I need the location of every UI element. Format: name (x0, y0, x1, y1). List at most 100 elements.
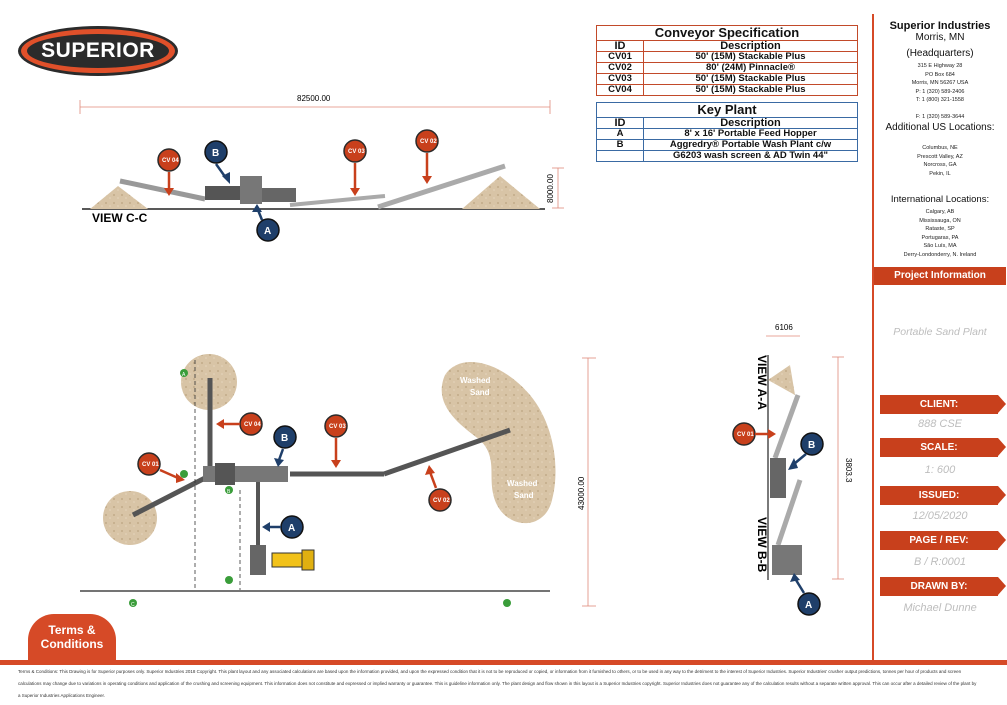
svg-text:A: A (288, 523, 295, 534)
dim-side-height: 3803.3 (844, 458, 853, 483)
title-block: Superior Industries Morris, MN (Headquar… (872, 14, 1006, 660)
terms-line1: Terms & (48, 623, 96, 637)
intl-locations: Calgary, AB Mississauga, ON Rataste, SP … (903, 209, 977, 258)
svg-text:CV 02: CV 02 (420, 139, 437, 145)
wash-plant (240, 176, 262, 204)
pile-label: Sand (470, 388, 490, 397)
svg-text:B: B (281, 433, 288, 444)
table-row: G6203 wash screen & AD Twin 44" (596, 150, 858, 162)
pin-cv01-plan: CV 01 (137, 452, 185, 483)
dim-top-width: 82500.00 (297, 94, 331, 103)
view-cc-elevation: 82500.00 8000.00 VIEW C-C (79, 94, 564, 225)
pile-label: Sand (514, 491, 534, 500)
feed-hopper-plan (250, 545, 266, 575)
project-name: Portable Sand Plant (893, 326, 987, 338)
svg-text:CV 03: CV 03 (348, 149, 365, 155)
svg-text:B: B (212, 148, 219, 159)
side-view: 6106 3803.3 VIEW A-A VIEW B-B (755, 323, 853, 580)
plant-layout-drawing: 82500.00 8000.00 VIEW C-C CV 04 B A (79, 94, 853, 616)
view-aa-label: VIEW A-A (755, 355, 769, 410)
svg-text:A: A (805, 600, 812, 611)
view-bb-label: VIEW B-B (755, 517, 769, 573)
svg-text:CV 04: CV 04 (162, 158, 179, 164)
cell-desc: 50' (15M) Stackable Plus (643, 84, 858, 96)
sand-pile (768, 365, 795, 395)
hopper-side (772, 545, 802, 575)
pile-label: Washed (460, 376, 490, 385)
disclaimer-line: calculations may change due to variation… (18, 681, 977, 686)
terms-conditions-button[interactable]: Terms & Conditions (28, 614, 116, 660)
pin-cv02-plan: CV 02 (425, 465, 452, 512)
terms-line2: Conditions (40, 637, 104, 651)
issued-value: 12/05/2020 (912, 510, 968, 522)
pin-cv01-side: CV 01 (732, 422, 776, 446)
dim-side-width: 6106 (775, 323, 793, 332)
disclaimer-line: a Superior Industries Applications Engin… (18, 693, 106, 698)
wash-plant (262, 188, 296, 202)
superior-logo: SUPERIOR (18, 26, 178, 76)
cell-desc: G6203 wash screen & AD Twin 44" (643, 150, 858, 162)
conveyor-cv02 (377, 163, 506, 210)
svg-text:CV 01: CV 01 (737, 432, 754, 438)
sand-pile (90, 186, 148, 209)
scale-label: SCALE: (880, 438, 1006, 457)
view-cc-label: VIEW C-C (92, 211, 148, 225)
wash-plant (205, 186, 245, 200)
section-marker-c: C (131, 602, 135, 608)
conveyor-cv02-plan (383, 427, 511, 477)
dim-plan-height: 43000.00 (577, 476, 586, 510)
pin-b-top: B (204, 140, 230, 184)
pin-a-side: A (790, 573, 821, 616)
conveyor-cv04 (119, 178, 206, 202)
conveyor-side (772, 394, 801, 459)
us-locations: Columbus, NE Prescott Valley, AZ Norcros… (917, 145, 963, 177)
drawn-by-value: Michael Dunne (903, 602, 977, 614)
pin-a-plan: A (262, 515, 304, 539)
client-value: 888 CSE (917, 418, 963, 430)
pin-cv04-plan: CV 04 (216, 412, 263, 436)
us-locations-title: Additional US Locations: (885, 122, 995, 133)
pile-label: Washed (507, 479, 537, 488)
section-marker-a: A (182, 372, 186, 378)
plan-view: 43000.00 Washed Sand Washed Sand A B C (80, 354, 596, 608)
dim-top-height: 8000.00 (546, 174, 555, 203)
svg-text:B: B (808, 440, 815, 451)
svg-text:A: A (264, 226, 271, 237)
svg-text:CV 03: CV 03 (329, 424, 346, 430)
pin-a-top: A (252, 204, 280, 242)
conveyor-side (775, 479, 803, 546)
logo-text: SUPERIOR (41, 39, 155, 62)
sand-pile (103, 491, 157, 545)
page-rev-label: PAGE / REV: (880, 531, 1006, 550)
conveyor-cv01-plan (131, 475, 207, 518)
footer-divider (0, 660, 1007, 665)
wash-plant-side (770, 458, 786, 498)
washed-sand-pile (441, 361, 556, 524)
company-name: Superior Industries (889, 20, 991, 32)
project-info-header: Project Information (874, 267, 1006, 285)
sand-pile (462, 176, 540, 209)
pin-cv04-top: CV 04 (157, 148, 181, 196)
company-city: Morris, MN (915, 32, 965, 43)
svg-text:CV 04: CV 04 (244, 422, 261, 428)
loader (271, 552, 303, 568)
drawn-by-label: DRAWN BY: (880, 577, 1006, 596)
company-address: 315 E Highway 28 PO Box 684 Morris, MN 5… (911, 63, 969, 120)
pin-b-plan: B (273, 425, 297, 467)
conveyor-cv03 (289, 194, 386, 207)
pin-cv02-top: CV 02 (415, 129, 439, 184)
section-marker-b: B (227, 489, 231, 495)
page-rev-value: B / R:0001 (914, 556, 966, 568)
disclaimer-line: Terms & Conditions: This Drawing is for … (18, 669, 962, 674)
client-label: CLIENT: (880, 395, 1006, 414)
svg-text:CV 01: CV 01 (142, 462, 159, 468)
pin-cv03-plan: CV 03 (324, 414, 348, 468)
pin-cv03-top: CV 03 (343, 139, 367, 196)
company-hq: (Headquarters) (906, 48, 974, 59)
intl-locations-title: International Locations: (890, 194, 990, 205)
